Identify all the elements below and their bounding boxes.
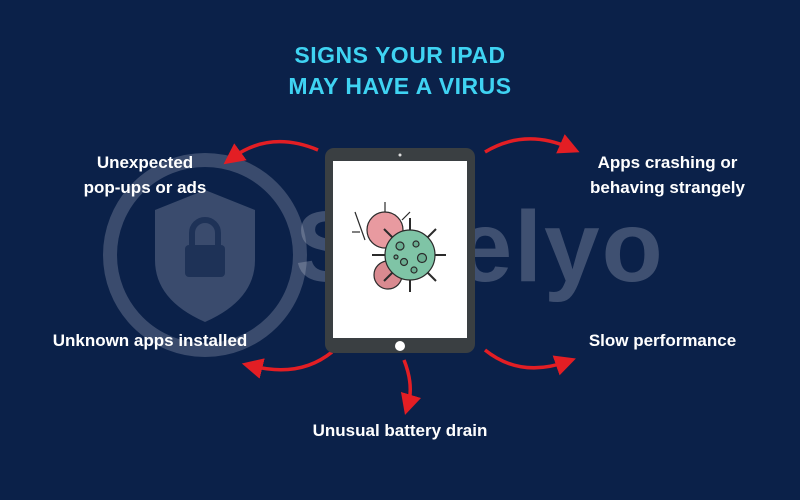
arrow-bottom bbox=[400, 359, 422, 416]
sign-label: Slow performance bbox=[588, 331, 737, 350]
sign-slow-performance: Slow performance bbox=[560, 328, 765, 353]
arrow-bottom-right bbox=[483, 348, 576, 376]
page-title: SIGNS YOUR IPAD MAY HAVE A VIRUS bbox=[0, 40, 800, 102]
arrow-bottom-left bbox=[241, 350, 334, 379]
sign-unknown-apps: Unknown apps installed bbox=[20, 328, 280, 353]
sign-label: behaving strangely bbox=[590, 178, 745, 197]
sign-label: Apps crashing or bbox=[597, 153, 738, 172]
arrow-top-right bbox=[484, 134, 580, 154]
virus-icon bbox=[352, 202, 446, 292]
title-line-1: SIGNS YOUR IPAD bbox=[294, 42, 506, 68]
sign-label: Unknown apps installed bbox=[52, 331, 248, 350]
sign-label: Unusual battery drain bbox=[312, 421, 488, 440]
arrow-top-left bbox=[223, 139, 319, 165]
sign-label: pop-ups or ads bbox=[83, 178, 207, 197]
title-line-2: MAY HAVE A VIRUS bbox=[288, 73, 512, 99]
sign-label: Unexpected bbox=[96, 153, 194, 172]
sign-apps-crashing: Apps crashing or behaving strangely bbox=[565, 150, 770, 200]
sign-popups-ads: Unexpected pop-ups or ads bbox=[60, 150, 230, 200]
sign-battery-drain: Unusual battery drain bbox=[280, 418, 520, 443]
